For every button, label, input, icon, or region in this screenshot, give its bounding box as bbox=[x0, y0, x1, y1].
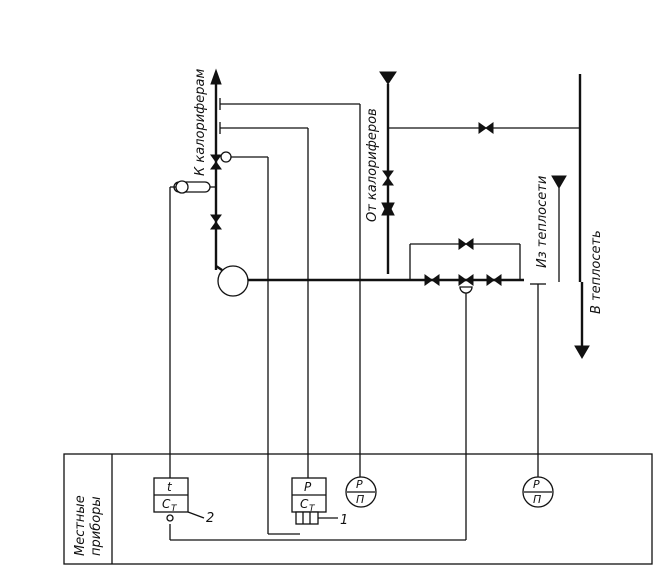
callout-2: 2 bbox=[206, 511, 214, 526]
local-instruments-panel bbox=[63, 453, 653, 565]
pressure-gauge-2 bbox=[522, 476, 554, 508]
impulse-lines bbox=[169, 104, 466, 541]
temperature-sensor bbox=[169, 180, 216, 478]
pressure-controller-bottom-sub: T bbox=[309, 504, 316, 514]
gauge1-bottom: П bbox=[356, 493, 364, 506]
network-lines bbox=[530, 175, 590, 478]
pressure-controller bbox=[291, 477, 338, 525]
temp-controller-bottom: C bbox=[162, 497, 171, 511]
callout-1: 1 bbox=[340, 513, 348, 528]
panel-title-line1: Местные bbox=[73, 495, 88, 556]
panel-title-line2: приборы bbox=[89, 496, 104, 556]
temp-controller-bottom-sub: T bbox=[171, 504, 178, 514]
gauge2-top: P bbox=[533, 478, 540, 491]
gauge1-top: P bbox=[356, 478, 363, 491]
return-from-heaters bbox=[379, 71, 582, 282]
temp-controller-top: t bbox=[167, 480, 173, 494]
label-to-heaters: К калориферам bbox=[193, 69, 208, 176]
pressure-controller-bottom: C bbox=[300, 497, 309, 511]
label-from-network: Из теплосети bbox=[535, 176, 550, 268]
temperature-controller bbox=[153, 477, 205, 522]
circulation-pump bbox=[215, 265, 249, 297]
control-valve-bypass bbox=[409, 238, 521, 540]
label-from-heaters: От калориферов bbox=[365, 108, 380, 222]
sensing-taps bbox=[219, 98, 360, 134]
pressure-controller-top: P bbox=[304, 480, 312, 494]
label-to-network: В теплосеть bbox=[589, 230, 604, 314]
gauge2-bottom: П bbox=[533, 493, 541, 506]
pressure-gauge-1 bbox=[345, 476, 377, 508]
supply-riser-to-heaters bbox=[210, 68, 268, 270]
